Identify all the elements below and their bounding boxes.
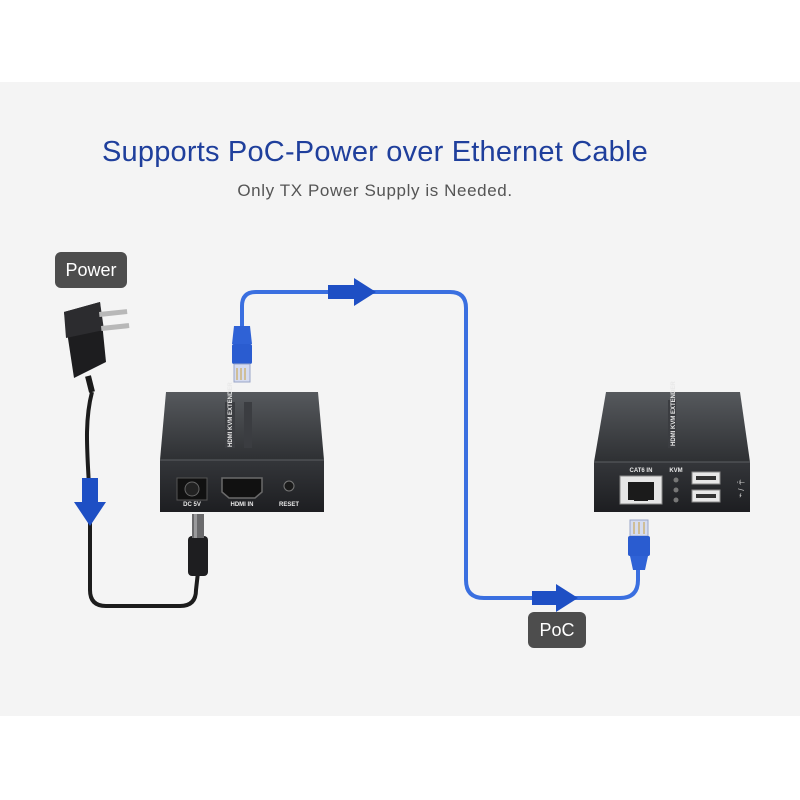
power-cable	[84, 391, 200, 608]
dc-port-label: DC 5V	[183, 502, 201, 508]
receiver-device: HDMI KVM EXTENDER CAT6 IN KVM ⏚ / ⌁	[594, 381, 750, 512]
power-tag: Power	[55, 252, 127, 288]
cable-flow-arrow-bottom	[532, 584, 578, 612]
reset-label: RESET	[279, 502, 299, 508]
rj45-connector-rx	[628, 519, 650, 570]
hdmi-port	[221, 477, 263, 499]
cable-flow-arrow-top	[328, 278, 376, 306]
poc-tag: PoC	[528, 612, 586, 648]
hdmi-port-label: HDMI IN	[231, 502, 254, 508]
power-led	[673, 497, 679, 503]
dc-plug	[188, 514, 208, 576]
receiver-top-label: HDMI KVM EXTENDER	[671, 381, 677, 446]
rj45-connector-tx	[232, 326, 252, 383]
kvm-label: KVM	[669, 468, 682, 474]
ethernet-cable	[240, 290, 640, 600]
transmitter-top-label: HDMI KVM EXTENDER	[228, 382, 234, 447]
page-subtitle: Only TX Power Supply is Needed.	[237, 181, 513, 200]
usb-icon: ⏚ / ⌁	[736, 478, 745, 498]
transmitter-device: HDMI KVM EXTENDER DC 5V HDMI IN RESET	[160, 382, 324, 512]
power-flow-arrow	[74, 478, 106, 526]
page-title: Supports PoC-Power over Ethernet Cable	[102, 136, 648, 168]
power-adapter	[64, 302, 130, 393]
kvm-led	[673, 477, 679, 483]
status-led	[673, 487, 679, 493]
reset-button	[283, 480, 295, 492]
cat6-port-label: CAT6 IN	[630, 468, 653, 474]
